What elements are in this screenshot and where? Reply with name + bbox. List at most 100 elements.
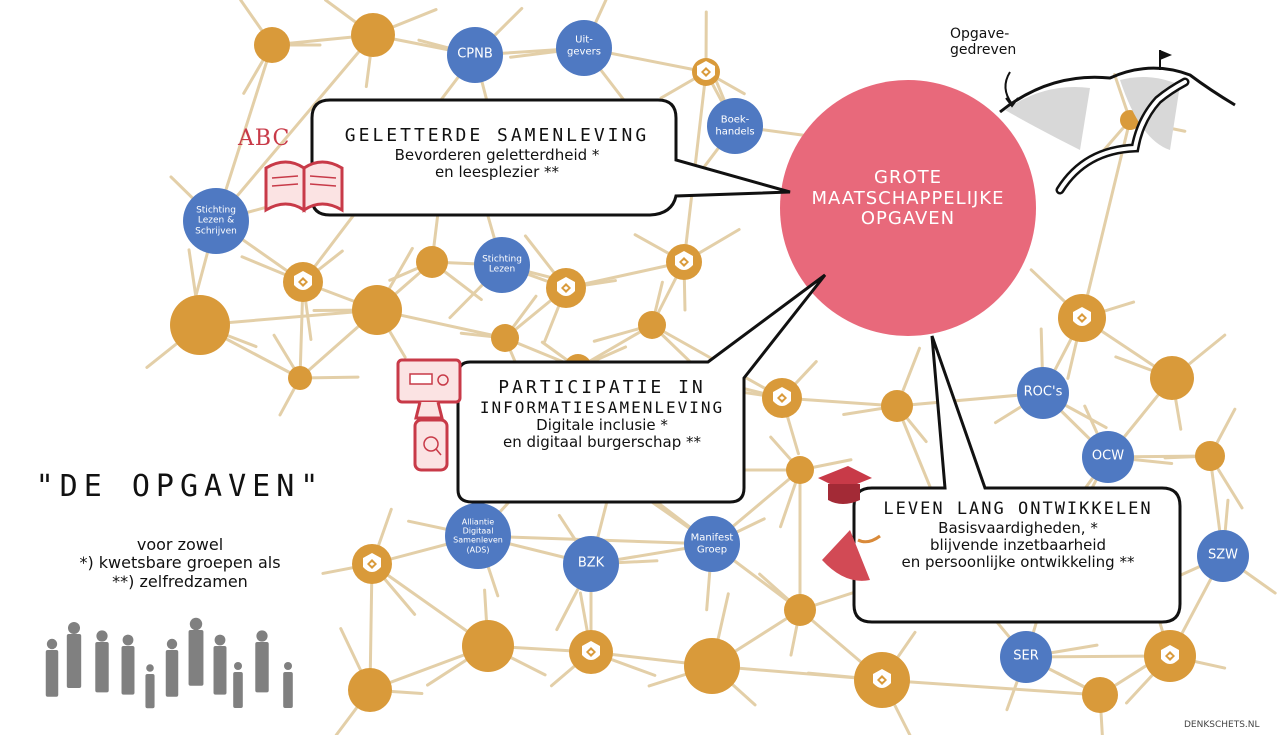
bubble3-title: LEVEN LANG ONTWIKKELEN <box>883 499 1153 519</box>
node-uitgevers-label: Uit- gevers <box>567 35 601 58</box>
library-logo-icon <box>294 271 312 290</box>
library-logo-icon <box>773 387 791 406</box>
people-group-icon <box>45 617 293 709</box>
uitgevers-line1: Uit- <box>575 34 593 46</box>
bubble3-sub2: blijvende inzetbaarheid <box>929 535 1107 554</box>
credit-label: DENKSCHETS.NL <box>1184 720 1260 730</box>
node-cpnb-label: CPNB <box>457 46 493 62</box>
legend-text: voor zowel *) kwetsbare groepen als **) … <box>40 535 320 591</box>
node-ocw-label: OCW <box>1091 448 1125 464</box>
central-title: GROTE MAATSCHAPPELIJKE OPGAVEN <box>808 167 1008 230</box>
phone-search-icon <box>413 418 449 472</box>
sls-line2: Lezen & <box>197 215 235 226</box>
person-head <box>166 638 178 650</box>
network-edge <box>214 33 375 223</box>
manifest-line2: Groep <box>696 544 728 555</box>
node-stichting-lezen <box>474 237 530 293</box>
network-edge <box>880 678 1102 697</box>
sl-line1: Stichting <box>482 254 522 265</box>
bubble2-text: PARTICIPATIE IN INFORMATIESAMENLEVING Di… <box>460 377 744 452</box>
computer-search-icon <box>396 358 462 420</box>
sl-line2: Lezen <box>488 265 516 275</box>
node-ads-label: Alliantie Digitaal Samenleven (ADS) <box>453 518 503 555</box>
network-node <box>348 668 392 712</box>
mountain-path-icon <box>999 50 1236 195</box>
network-node <box>1195 441 1225 471</box>
person-body <box>233 672 243 708</box>
library-logo-icon <box>1161 645 1179 664</box>
open-book-icon <box>264 160 344 213</box>
bubble3-sub3: en persoonlijke ontwikkeling ** <box>901 553 1135 572</box>
node-uitgevers <box>556 20 612 76</box>
boekhandels-line1: Boek- <box>720 114 750 126</box>
person-body <box>121 646 135 695</box>
person-body <box>255 642 269 693</box>
bubble2-title1: PARTICIPATIE IN <box>498 377 706 398</box>
central-line1: GROTE <box>874 167 942 188</box>
node-ocw <box>1082 431 1134 483</box>
network-node <box>784 594 816 626</box>
person-body <box>66 634 82 688</box>
legend-line1: voor zowel <box>136 535 224 554</box>
person-head <box>68 622 80 634</box>
person-body <box>45 650 59 697</box>
network-node <box>786 456 814 484</box>
central-line3: OPGAVEN <box>860 208 956 230</box>
network-node <box>462 620 514 672</box>
person-body <box>165 650 179 697</box>
network-node <box>416 246 448 278</box>
network-node <box>288 366 312 390</box>
library-logo-icon <box>873 669 891 688</box>
library-logo-icon <box>557 277 575 296</box>
sls-line3: Schrijven <box>195 226 237 237</box>
network-node <box>351 13 395 57</box>
ads-line2: Digitaal <box>462 526 494 536</box>
person-body <box>95 642 109 693</box>
boekhandels-line2: handels <box>715 126 755 137</box>
mountain-line1: Opgave- <box>950 26 1010 42</box>
library-logo-icon <box>697 61 715 80</box>
bubble1-sub2: en leesplezier ** <box>434 162 560 181</box>
legend-line2: *) kwetsbare groepen als <box>79 553 281 573</box>
person-body <box>145 674 155 709</box>
library-logo-icon <box>675 251 693 270</box>
ads-line1: Alliantie <box>461 517 495 527</box>
node-ser <box>1000 631 1052 683</box>
node-manifest <box>684 516 740 572</box>
bubble1-text: GELETTERDE SAMENLEVING Bevorderen gelett… <box>322 125 672 181</box>
node-bzk-label: BZK <box>577 555 605 571</box>
person-body <box>283 672 293 708</box>
bubble3-sub1: Basisvaardigheden, * <box>938 518 1098 537</box>
person-head <box>234 662 242 670</box>
node-szw-label: SZW <box>1207 547 1239 563</box>
network-node <box>684 638 740 694</box>
node-boekhandels <box>707 98 763 154</box>
abc-label: ABC <box>238 126 291 151</box>
bubble3-text: LEVEN LANG ONTWIKKELEN Basisvaardigheden… <box>858 499 1178 572</box>
mountain-line2: gedreven <box>950 42 1017 59</box>
node-roc <box>1017 367 1069 419</box>
node-boekhandels-label: Boek- handels <box>715 115 754 138</box>
person-head <box>256 630 268 642</box>
uitgevers-line2: gevers <box>567 46 601 57</box>
person-body <box>213 646 227 695</box>
person-head <box>189 617 203 631</box>
network-node <box>254 27 290 63</box>
node-manifest-label: Manifest Groep <box>691 533 734 556</box>
library-logo-icon <box>1073 307 1091 326</box>
network-node <box>638 311 666 339</box>
manifest-line1: Manifest <box>690 532 734 544</box>
ads-line3: Samenleven <box>453 536 503 545</box>
graduation-cap-icon <box>818 466 881 581</box>
network-node <box>352 285 402 335</box>
opgave-gedreven-label: Opgave- gedreven <box>950 26 1016 58</box>
sls-line1: Stichting <box>196 205 236 216</box>
node-stichting-lezen-schrijven <box>183 188 249 254</box>
person-head <box>96 630 108 642</box>
node-stichting-lezen-schrijven-label: Stichting Lezen & Schrijven <box>195 205 237 236</box>
network-node <box>881 390 913 422</box>
network-node <box>170 295 230 355</box>
node-roc-label: ROC's <box>1023 384 1063 400</box>
library-logo-icon <box>582 641 600 660</box>
